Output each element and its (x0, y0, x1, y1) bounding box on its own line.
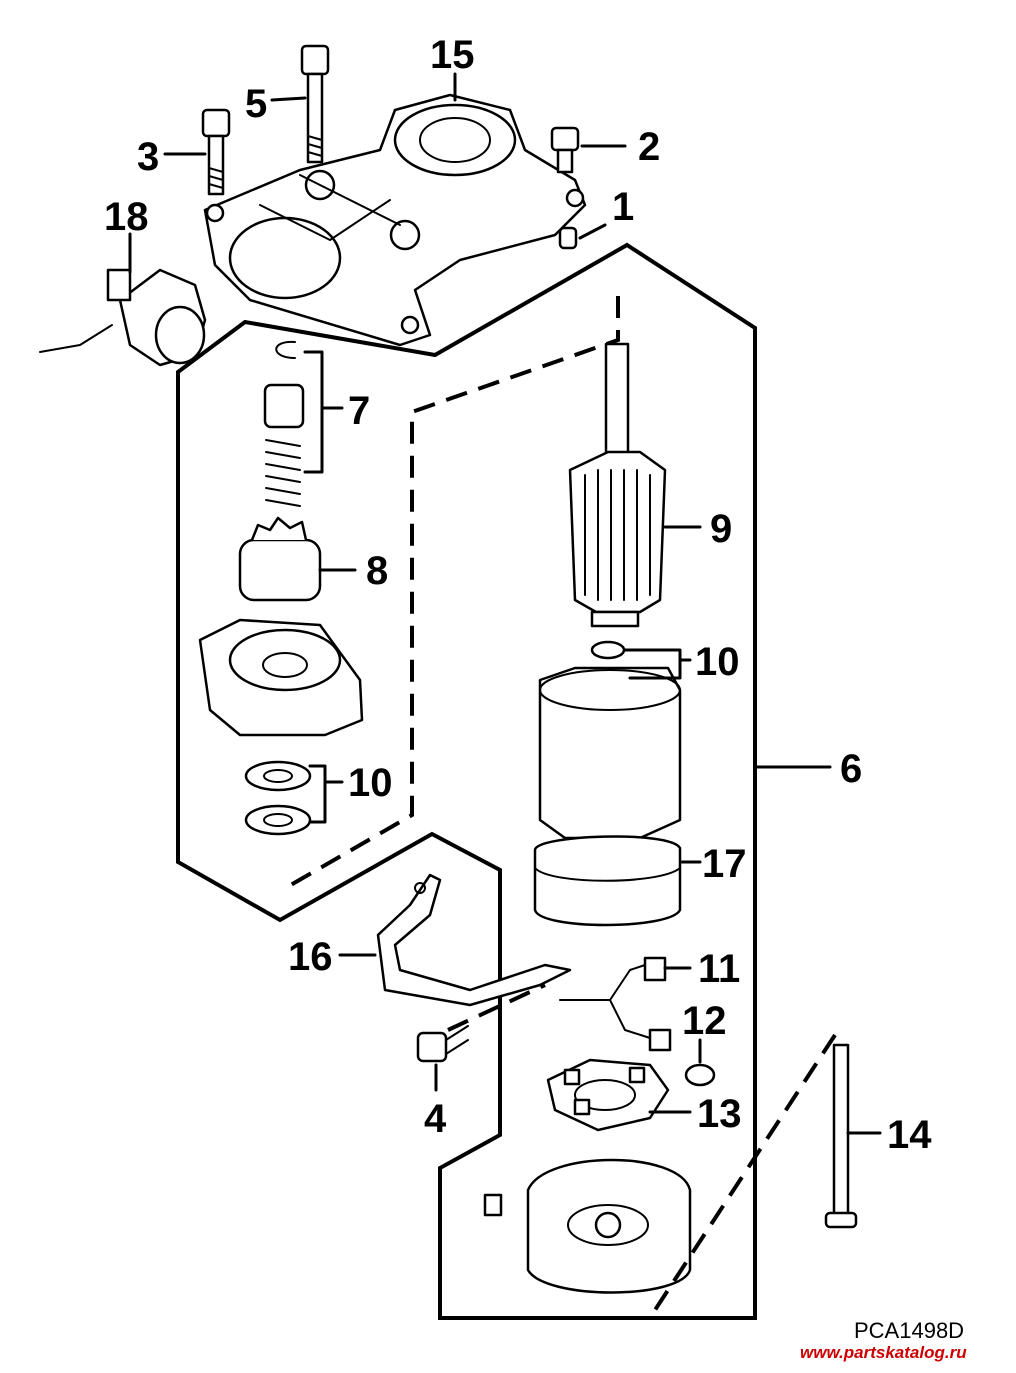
pin-1 (558, 226, 578, 250)
through-bolt-14 (824, 1043, 858, 1229)
washers-left (244, 760, 312, 836)
callout-12: 12 (682, 999, 727, 1043)
figure-code: PCA1498D (854, 1318, 964, 1343)
front-housing (198, 618, 364, 737)
dashed-subassembly-outline (281, 296, 620, 892)
bolt-5 (300, 44, 330, 164)
strap (376, 873, 572, 1007)
stop-ring-and-spring (263, 340, 305, 507)
callout-3: 3 (137, 135, 159, 179)
mounting-bracket (203, 93, 587, 347)
solenoid (39, 268, 207, 367)
brush-lead (559, 956, 672, 1052)
callout-18: 18 (104, 195, 149, 239)
armature (568, 342, 667, 628)
callout-16: 16 (288, 935, 333, 979)
callout-1: 1 (612, 185, 634, 229)
callout-15: 15 (430, 33, 475, 77)
callout-17: 17 (702, 842, 747, 886)
callout-4: 4 (424, 1097, 447, 1141)
through-bolt-guide (653, 1033, 837, 1312)
brush-holder (546, 1058, 670, 1132)
callout-9: 9 (710, 507, 732, 551)
pinion-gear (238, 516, 322, 602)
callout-11: 11 (698, 947, 740, 991)
watermark: www.partskatalog.ru (800, 1343, 967, 1362)
brush-spring (684, 1063, 716, 1087)
bolt-4 (416, 1025, 469, 1063)
callout-6: 6 (840, 747, 862, 791)
callout-8: 8 (366, 549, 388, 593)
assembly-6-outline (176, 242, 757, 1320)
callout-10-left: 10 (348, 761, 393, 805)
field-frame (538, 666, 682, 840)
bolt-3 (201, 108, 231, 196)
callout-10-right: 10 (695, 640, 740, 684)
callout-7: 7 (348, 389, 370, 433)
rear-cover (483, 1158, 692, 1294)
leader-lines (128, 72, 882, 1135)
bolt-2 (550, 126, 580, 174)
field-ring (533, 835, 682, 927)
callout-13: 13 (697, 1092, 742, 1136)
callout-2: 2 (638, 125, 660, 169)
callout-5: 5 (245, 82, 267, 126)
callout-14: 14 (887, 1113, 932, 1157)
bolt-4-guide (447, 983, 546, 1032)
